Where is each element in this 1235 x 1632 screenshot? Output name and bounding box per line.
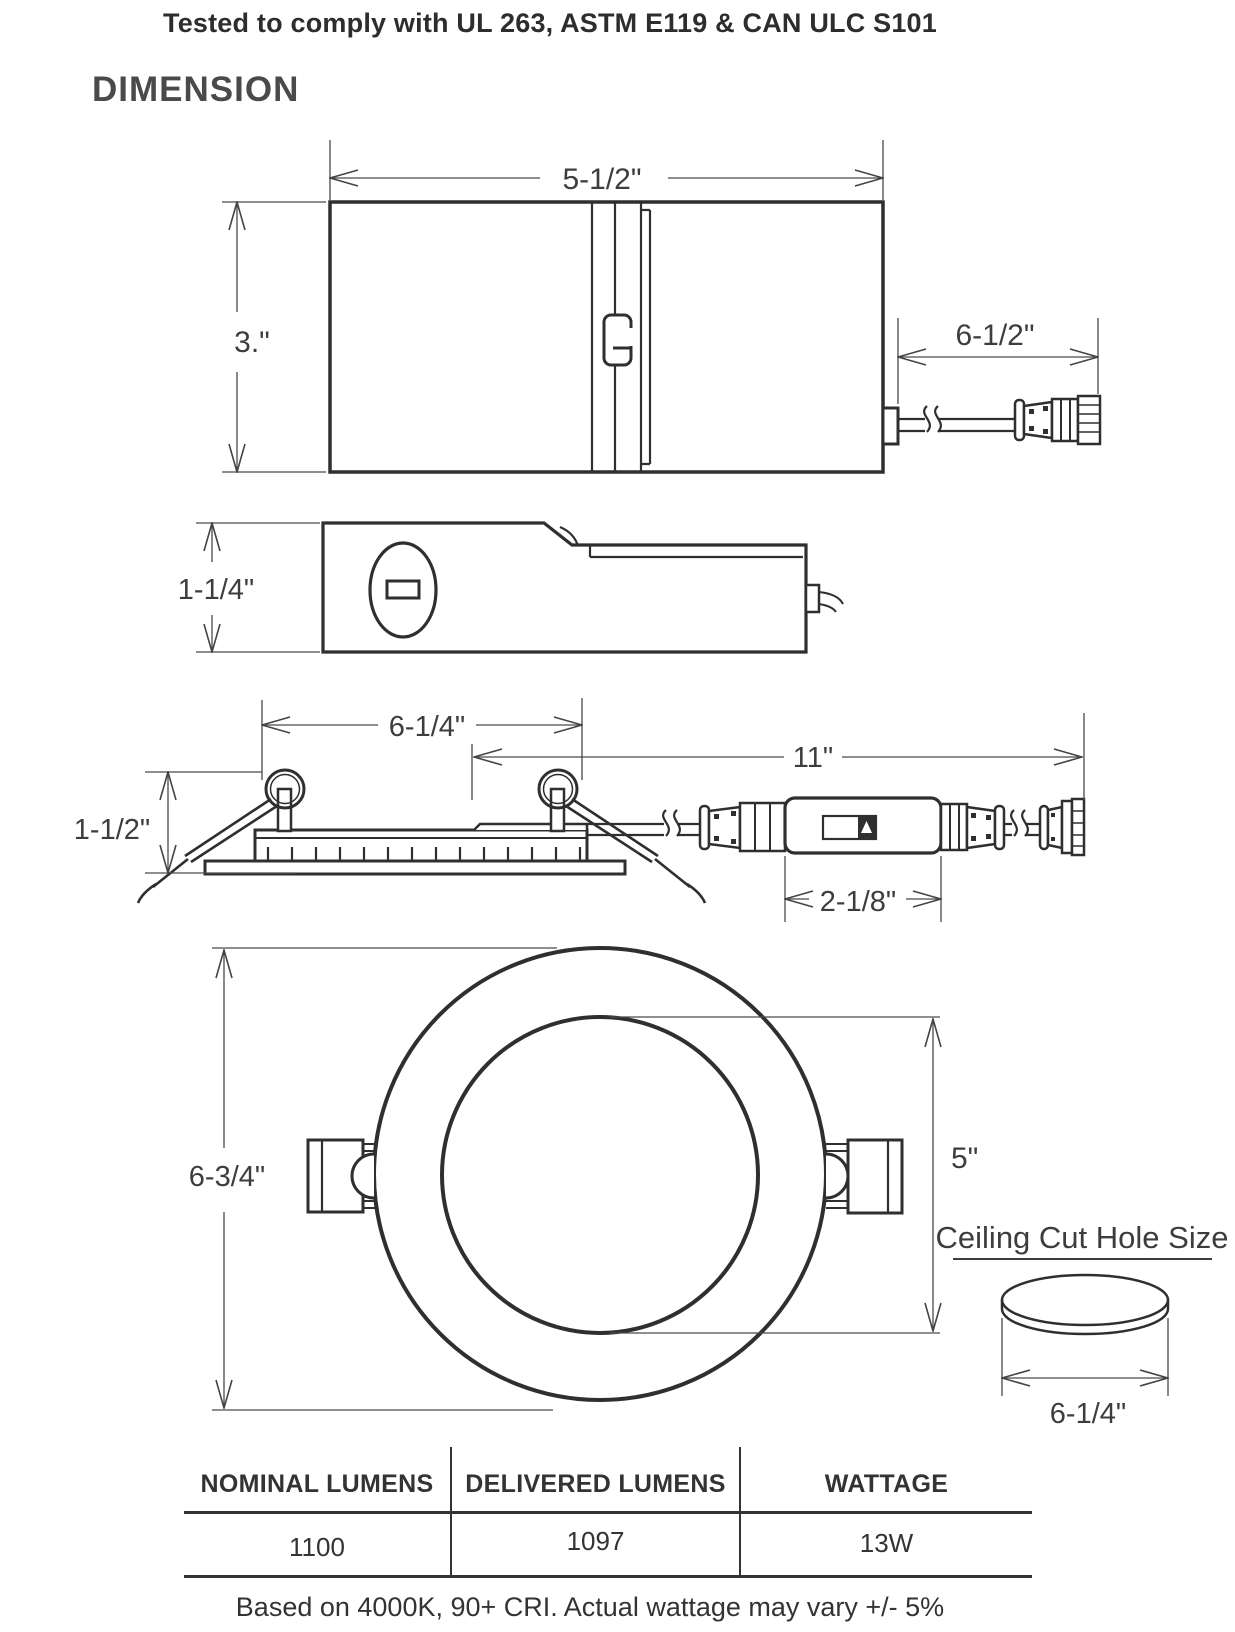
spring-span-extension-lines — [261, 698, 583, 780]
spring-hint-arc — [559, 525, 580, 547]
table-header-wattage: WATTAGE — [824, 1470, 949, 1498]
left-tab-bars — [363, 1143, 375, 1209]
left-spring-post — [276, 787, 293, 833]
cable-break-symbol — [923, 405, 942, 433]
cable-lines — [898, 417, 1015, 433]
inner-diameter-label: 5" — [951, 1142, 978, 1175]
left-spring-arm — [136, 797, 278, 904]
left-pivot-ring-inner — [269, 773, 301, 805]
cable-break-left — [662, 809, 681, 837]
cut-hole-title: Ceiling Cut Hole Size — [936, 1220, 1229, 1255]
cable-break-gap-right — [1012, 812, 1025, 846]
right-tab-bars — [826, 1143, 848, 1209]
screw-slot — [385, 579, 421, 600]
table-value-wattage: 13W — [859, 1528, 914, 1558]
connector-plug — [1013, 394, 1102, 446]
driver-output-connector — [939, 802, 1006, 852]
depth-label: 1-1/2" — [74, 814, 150, 846]
clip-gap — [626, 328, 636, 346]
right-spring-post — [549, 787, 566, 833]
cable-dimension-label: 6-1/2" — [955, 319, 1034, 352]
driver-input-connector — [698, 801, 787, 853]
trim-flange — [203, 859, 627, 876]
cable-break-gap — [925, 409, 938, 441]
heat-fins — [266, 847, 582, 860]
inner-lens-circle — [440, 1015, 760, 1335]
cable-run-extension-lines — [471, 713, 1085, 800]
cross-section-view: 5-1/2" 3." 6-1/2" — [222, 140, 1102, 474]
page-title: DIMENSION — [92, 70, 300, 109]
profile-outline — [321, 521, 808, 654]
spring-span-label: 6-1/4" — [389, 711, 465, 743]
side-profile-view: 1-1/4" — [178, 521, 844, 654]
right-dome — [825, 1152, 850, 1200]
cable-run-label: 11" — [793, 742, 833, 774]
warning-triangle-icon — [861, 821, 872, 833]
left-dome — [350, 1152, 375, 1200]
table-header-delivered-lumens: DELIVERED LUMENS — [465, 1470, 726, 1498]
table-value-delivered-lumens: 1097 — [566, 1526, 625, 1556]
profile-lip-line — [588, 545, 803, 559]
right-tab — [846, 1138, 904, 1215]
cable-break-gap-left — [664, 812, 677, 846]
mounting-rail — [639, 202, 652, 472]
right-spring-arm — [565, 797, 707, 904]
cut-hole-extension-lines — [1001, 1318, 1169, 1396]
height-dimension-label: 3." — [234, 326, 270, 359]
left-pivot-ring — [264, 768, 306, 810]
inner-dia-extension-lines — [610, 1016, 940, 1334]
footer-note: Based on 4000K, 90+ CRI. Actual wattage … — [235, 1592, 945, 1622]
cut-hole-disc — [1000, 1273, 1170, 1327]
cable-break-right — [1010, 809, 1029, 837]
driver-extension-lines — [784, 856, 942, 922]
face-view: 6-3/4" 5" — [189, 946, 978, 1411]
table-bottom-rule — [184, 1575, 1032, 1578]
ceiling-cut-hole: Ceiling Cut Hole Size 6-1/4" — [936, 1220, 1229, 1430]
cable-into-driver — [677, 822, 700, 837]
width-dimension-label: 5-1/2" — [562, 163, 641, 196]
profile-dimension-label: 1-1/4" — [178, 574, 254, 606]
right-pivot-ring — [537, 768, 579, 810]
right-pivot-ring-inner — [542, 773, 574, 805]
cable-stub — [818, 591, 844, 613]
fixture-housing-outline — [328, 200, 885, 474]
cut-hole-diameter-label: 6-1/4" — [1050, 1398, 1126, 1430]
body-lip — [473, 822, 589, 831]
driver-length-label: 2-1/8" — [820, 886, 896, 918]
compliance-note: Tested to comply with UL 263, ASTM E119 … — [163, 8, 937, 38]
fixture-body — [253, 828, 589, 863]
table-header-rule — [184, 1511, 1032, 1514]
outer-diameter-label: 6-3/4" — [189, 1161, 265, 1193]
table-value-nominal-lumens: 1100 — [289, 1532, 345, 1562]
cable-exit-tab — [804, 583, 821, 614]
outer-dia-extension-lines — [212, 947, 557, 1411]
end-connector — [1038, 797, 1086, 857]
table-header-nominal-lumens: NOMINAL LUMENS — [200, 1470, 434, 1498]
cable-gland — [881, 406, 900, 446]
cut-hole-disc-rim — [1000, 1300, 1170, 1336]
installed-side-view: 6-1/4" 11" 1-1/2" 2-1/8" — [74, 698, 1086, 922]
